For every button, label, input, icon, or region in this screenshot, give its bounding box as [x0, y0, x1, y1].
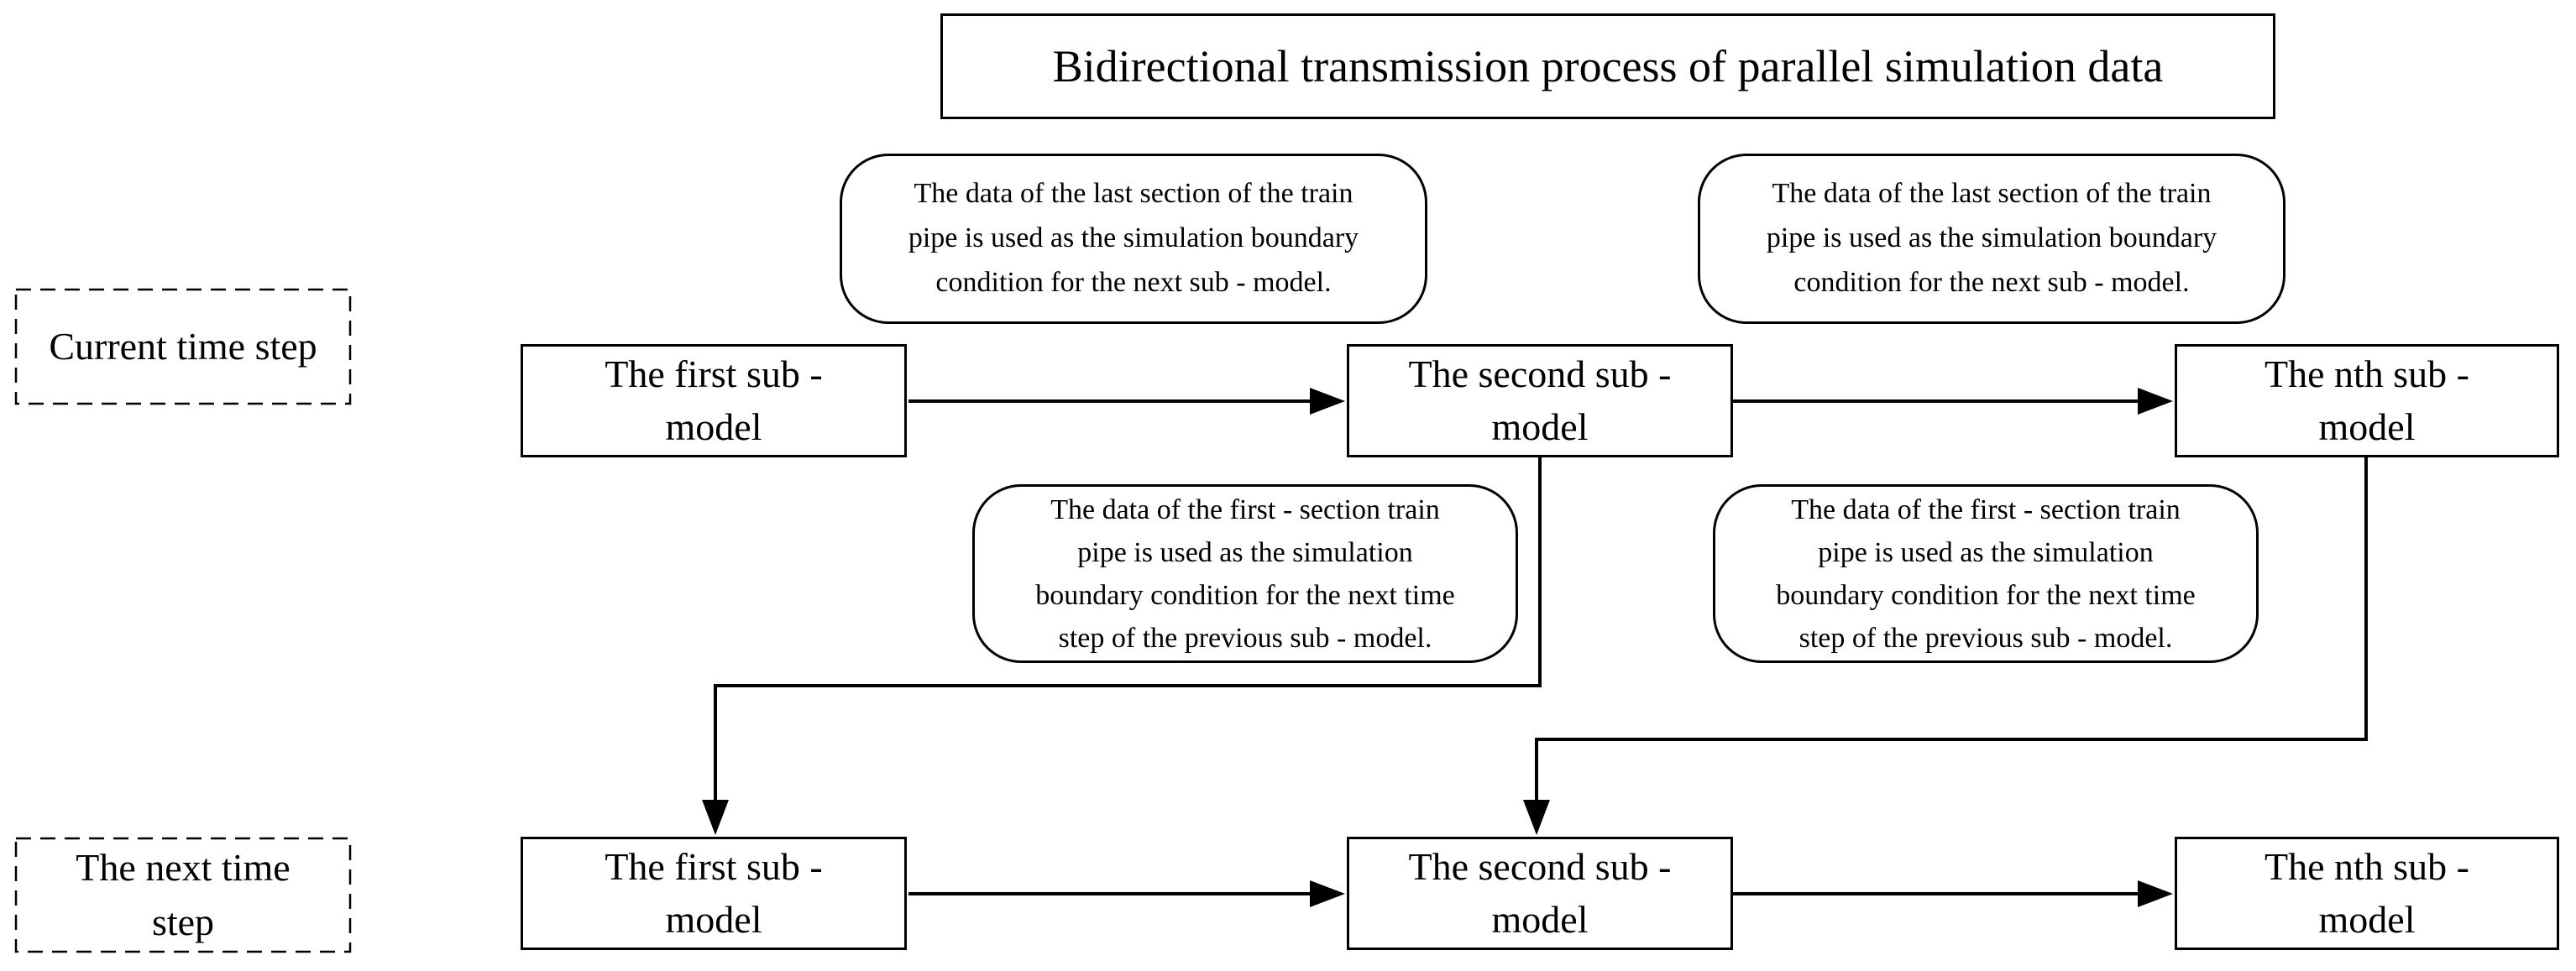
callout-line: step of the previous sub - model. [1798, 622, 2173, 654]
callout-line: The data of the first - section train [1791, 493, 2181, 525]
box-label-line: The second sub - [1408, 352, 1672, 396]
callout-line: The data of the last section of the trai… [1772, 178, 2212, 210]
callout-line: pipe is used as the simulation [1818, 536, 2154, 568]
callout-line: pipe is used as the simulation boundary [1766, 222, 2217, 254]
arrowhead-row1-first-to-second [1310, 388, 1345, 415]
box-label-line: The second sub - [1408, 845, 1672, 889]
arrowhead-row1-second-to-nth [2138, 388, 2173, 415]
diagram-title: Bidirectional transmission process of pa… [940, 13, 2275, 119]
box-label-line: model [665, 405, 762, 448]
callout-line: step of the previous sub - model. [1058, 622, 1432, 654]
current-time-step-dashed-border [14, 288, 352, 405]
arrowhead-nth-to-next-second [1523, 800, 1550, 835]
box-row2-second-sub-model: The second sub - model [1347, 837, 1733, 950]
box-row2-nth-sub-model: The nth sub - model [2175, 837, 2559, 950]
box-label-line: The nth sub - [2264, 845, 2469, 889]
box-row1-nth-sub-model: The nth sub - model [2175, 344, 2559, 457]
box-label-line: model [2318, 405, 2416, 448]
box-label-line: model [2318, 897, 2416, 941]
callout-line: The data of the first - section train [1050, 493, 1440, 525]
row-label-current-time-step: Current time step [15, 289, 351, 405]
box-label-line: model [1491, 897, 1589, 941]
callout-mid-right: The data of the first - section train pi… [1713, 484, 2259, 663]
arrowhead-row2-second-to-nth [2138, 880, 2173, 907]
row-label-text: Current time step [49, 324, 317, 368]
callout-line: condition for the next sub - model. [935, 266, 1332, 298]
box-label-line: The first sub - [605, 352, 823, 396]
callout-line: boundary condition for the next time [1035, 579, 1455, 611]
arrowhead-second-to-next-first [702, 800, 729, 835]
row-label-text: The next time [76, 846, 291, 890]
callout-line: The data of the last section of the trai… [914, 178, 1353, 210]
next-time-step-dashed-border [14, 837, 352, 953]
box-label-line: The first sub - [605, 845, 823, 889]
row-label-next-time-step: The next time step [15, 838, 351, 953]
callout-line: pipe is used as the simulation boundary [908, 222, 1359, 254]
box-row1-second-sub-model: The second sub - model [1347, 344, 1733, 457]
callout-line: boundary condition for the next time [1776, 579, 2196, 611]
box-label-line: The nth sub - [2264, 352, 2469, 396]
callout-line: condition for the next sub - model. [1793, 266, 2190, 298]
elbow-nth-to-next-second [1535, 457, 2368, 804]
callout-top-left: The data of the last section of the trai… [840, 154, 1427, 324]
box-row2-first-sub-model: The first sub - model [521, 837, 907, 950]
elbow-second-to-next-first [714, 457, 1542, 804]
box-row1-first-sub-model: The first sub - model [521, 344, 907, 457]
box-label-line: model [665, 897, 762, 941]
row-label-text: step [151, 900, 215, 943]
callout-mid-left: The data of the first - section train pi… [972, 484, 1518, 663]
callout-line: pipe is used as the simulation [1077, 536, 1413, 568]
diagram-title-text: Bidirectional transmission process of pa… [1052, 41, 2164, 91]
callout-top-right: The data of the last section of the trai… [1698, 154, 2285, 324]
arrowhead-row2-first-to-second [1310, 880, 1345, 907]
box-label-line: model [1491, 405, 1589, 448]
